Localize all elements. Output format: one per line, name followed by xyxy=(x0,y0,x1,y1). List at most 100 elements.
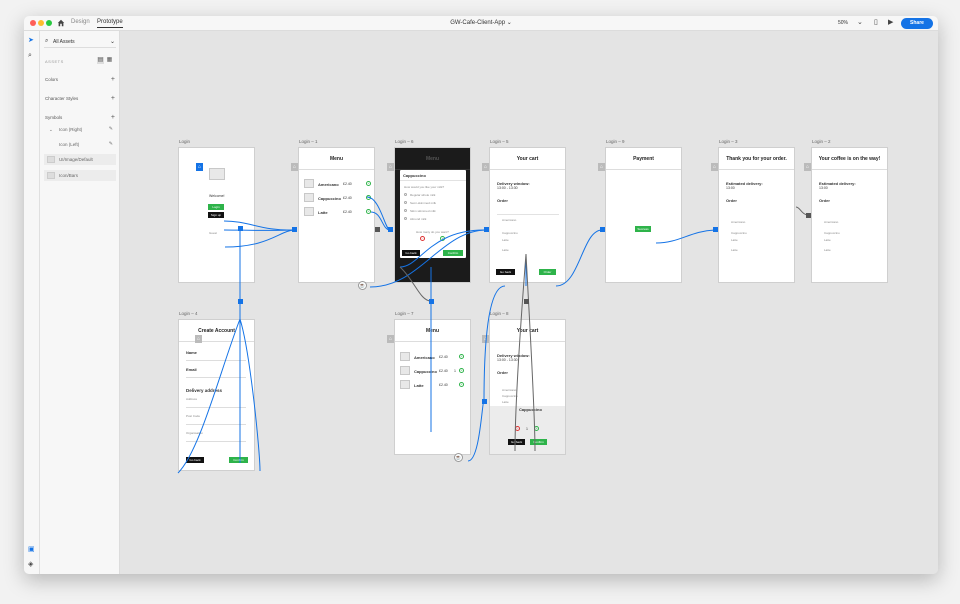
artboard-your-cart-edit[interactable]: Your cart Delivery window: 13:00 - 13:30… xyxy=(489,319,566,455)
add-icon[interactable]: + xyxy=(366,209,371,214)
home-artboard-icon[interactable]: ⌂ xyxy=(387,335,394,343)
add-character-style-icon[interactable]: + xyxy=(110,95,115,102)
share-button[interactable]: Share xyxy=(901,18,933,29)
go-back-button[interactable]: Go back xyxy=(496,269,515,275)
section-symbols[interactable]: Symbols + xyxy=(45,114,115,121)
artboard-coffee-on-way[interactable]: Your coffee is on the way! Estimated del… xyxy=(811,147,888,283)
document-title[interactable]: GW-Cafe-Client-App ⌄ xyxy=(450,20,512,26)
artboard-label[interactable]: Login – 8 xyxy=(490,311,509,316)
radio-option[interactable] xyxy=(404,217,407,220)
home-artboard-icon[interactable]: ⌂ xyxy=(804,163,811,171)
play-icon[interactable]: ▶ xyxy=(888,19,894,26)
product-name: Latte xyxy=(318,210,328,215)
artboard-thank-you[interactable]: Thank you for your order. Estimated deli… xyxy=(718,147,795,283)
artboard-menu-modal[interactable]: Menu Cappuccino How would you like your … xyxy=(394,147,471,283)
artboard-create-account[interactable]: Create Account Name Email Delivery addre… xyxy=(178,319,255,471)
artboard-menu[interactable]: Menu Americano £2.40 + Cappuccino £2.40 … xyxy=(298,147,375,283)
estimated-time: 13:00 xyxy=(726,186,735,190)
add-icon[interactable]: + xyxy=(366,181,371,186)
artboard-your-cart[interactable]: Your cart Delivery window: 13:00 - 13:30… xyxy=(489,147,566,283)
product-image xyxy=(304,179,314,188)
zoom-window-button[interactable] xyxy=(46,20,52,26)
radio-option[interactable] xyxy=(404,193,407,196)
list-view-icon[interactable]: ▤ xyxy=(97,57,104,64)
signup-button[interactable]: Sign up xyxy=(208,212,224,218)
zoom-level[interactable]: 50% xyxy=(838,20,849,26)
organisation-field[interactable] xyxy=(186,436,246,442)
home-artboard-icon[interactable]: ⌂ xyxy=(387,163,394,171)
address-field[interactable] xyxy=(186,402,246,408)
go-back-button[interactable]: Go back xyxy=(186,457,204,463)
go-back-button[interactable]: Go back xyxy=(402,250,420,256)
grid-view-icon[interactable]: ▦ xyxy=(106,57,113,63)
symbol-item[interactable]: UI/Image/Default xyxy=(44,154,116,165)
go-back-button[interactable]: Go back xyxy=(508,439,525,445)
search-tool-icon[interactable]: ⌕ xyxy=(28,52,32,59)
minimize-window-button[interactable] xyxy=(38,20,44,26)
order-button[interactable]: Order xyxy=(539,269,556,275)
radio-option[interactable] xyxy=(404,209,407,212)
chevron-down-icon: ⌄ xyxy=(49,127,53,132)
prototype-canvas[interactable]: Login Welcome! Login Sign up Guest ⌂ Log… xyxy=(120,31,938,574)
confirm-button[interactable]: Confirm xyxy=(443,250,463,256)
success-button[interactable]: Success xyxy=(635,226,651,232)
artboard-label[interactable]: Login – 6 xyxy=(395,139,414,144)
email-field[interactable] xyxy=(186,372,246,378)
symbol-item[interactable]: Icon (Left) ✎ xyxy=(44,139,116,150)
close-window-button[interactable] xyxy=(30,20,36,26)
artboard-label[interactable]: Login – 1 xyxy=(299,139,318,144)
postcode-field[interactable] xyxy=(186,419,246,425)
title-bar: Design Prototype GW-Cafe-Client-App ⌄ 50… xyxy=(24,16,938,31)
name-field[interactable] xyxy=(186,355,246,361)
section-colors[interactable]: Colors + xyxy=(45,76,115,83)
cart-icon[interactable]: ☕ xyxy=(454,453,463,462)
home-artboard-icon[interactable]: ⌂ xyxy=(196,163,203,171)
artboard-title: Your cart xyxy=(490,320,565,342)
estimated-label: Estimated delivery: xyxy=(819,181,856,186)
confirm-button[interactable]: Confirm xyxy=(229,457,248,463)
device-preview-icon[interactable]: ▯ xyxy=(874,19,878,26)
artboard-menu-qty[interactable]: Menu Americano £2.40 + Cappuccino £2.40 … xyxy=(394,319,471,455)
home-artboard-icon[interactable]: ⌂ xyxy=(711,163,718,171)
artboard-label[interactable]: Login – 2 xyxy=(812,139,831,144)
add-icon[interactable]: + xyxy=(459,368,464,373)
guest-link[interactable]: Guest xyxy=(209,231,218,235)
artboard-label[interactable]: Login – 5 xyxy=(490,139,509,144)
layers-panel-icon[interactable]: ◈ xyxy=(28,561,34,568)
home-artboard-icon[interactable]: ⌂ xyxy=(482,163,489,171)
artboard-label[interactable]: Login – 7 xyxy=(395,311,414,316)
artboard-label[interactable]: Login – 9 xyxy=(606,139,625,144)
home-artboard-icon[interactable]: ⌂ xyxy=(291,163,298,171)
tab-design[interactable]: Design xyxy=(71,19,90,25)
add-symbol-icon[interactable]: + xyxy=(110,114,115,121)
artboard-title: Menu xyxy=(299,148,374,170)
artboard-login[interactable]: Welcome! Login Sign up Guest xyxy=(178,147,255,283)
decrement-icon[interactable]: − xyxy=(420,236,425,241)
home-artboard-icon[interactable]: ⌂ xyxy=(598,163,605,171)
chevron-down-icon: ⌄ xyxy=(109,39,115,45)
home-artboard-icon[interactable]: ⌂ xyxy=(482,335,489,343)
edit-icon[interactable]: ✎ xyxy=(108,141,113,147)
symbol-item[interactable]: Icon/Bars xyxy=(44,170,116,181)
home-artboard-icon[interactable]: ⌂ xyxy=(195,335,202,343)
edit-icon[interactable]: ✎ xyxy=(108,126,113,132)
artboard-label[interactable]: Login – 3 xyxy=(719,139,738,144)
login-button[interactable]: Login xyxy=(208,204,224,210)
home-icon[interactable] xyxy=(57,19,65,27)
artboard-label[interactable]: Login xyxy=(179,139,191,144)
asset-filter-dropdown[interactable]: ⌕ All Assets ⌄ xyxy=(44,38,116,48)
artboard-label[interactable]: Login – 4 xyxy=(179,311,198,316)
confirm-button[interactable]: Confirm xyxy=(530,439,547,445)
radio-option[interactable] xyxy=(404,201,407,204)
select-tool-icon[interactable]: ➤ xyxy=(28,37,34,44)
add-color-icon[interactable]: + xyxy=(110,76,115,83)
add-icon[interactable]: + xyxy=(459,382,464,387)
zoom-chevron-down-icon[interactable]: ⌄ xyxy=(857,19,863,26)
artboard-payment[interactable]: Payment Success xyxy=(605,147,682,283)
symbol-item[interactable]: ⌄ Icon (Right) ✎ xyxy=(44,124,116,135)
cart-icon[interactable]: ☕ xyxy=(358,281,367,290)
section-character-styles[interactable]: Character Styles + xyxy=(45,95,115,102)
add-icon[interactable]: + xyxy=(459,354,464,359)
tab-prototype[interactable]: Prototype xyxy=(97,19,123,28)
assets-panel-icon[interactable]: ▣ xyxy=(28,546,35,553)
